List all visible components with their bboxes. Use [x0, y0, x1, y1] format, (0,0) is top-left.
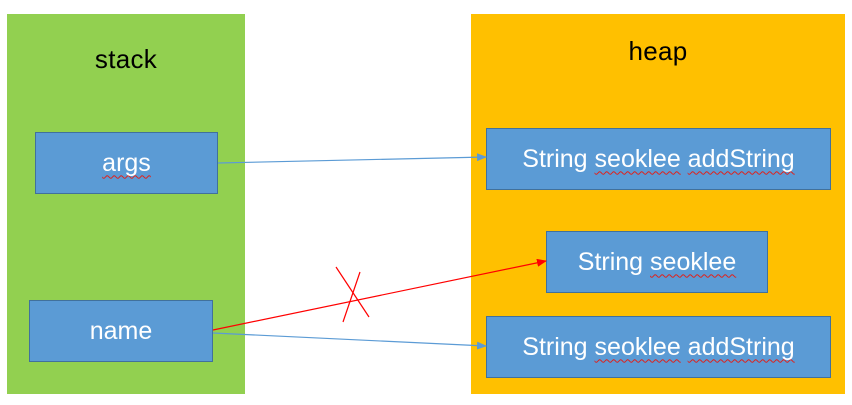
- heap-object-1-prefix: String: [522, 144, 595, 173]
- heap-object-3-word: seoklee: [594, 332, 681, 361]
- heap-object-3-prefix: String: [522, 332, 595, 361]
- stack-title: stack: [94, 44, 158, 74]
- heap-object-1-word2: addString: [687, 144, 795, 173]
- heap-object-3-space: [681, 333, 688, 362]
- heap-object-seoklee: String seoklee: [546, 231, 768, 293]
- heap-title: heap: [628, 36, 688, 66]
- heap-object-addstring-1: String seoklee addString: [486, 128, 831, 190]
- heap-object-addstring-2: String seoklee addString: [486, 316, 831, 378]
- arrow-args-to-heap-object-1: [217, 153, 487, 164]
- args-label: args: [102, 148, 151, 177]
- name-label: name: [89, 316, 153, 345]
- stack-var-args: args: [35, 132, 218, 194]
- heap-object-2-word: seoklee: [650, 247, 737, 276]
- stack-var-name: name: [29, 300, 213, 362]
- heap-object-1-space: [681, 145, 688, 174]
- heap-object-2-prefix: String: [577, 247, 651, 276]
- cross-out-mark: [335, 266, 370, 323]
- heap-object-3-word2: addString: [687, 332, 795, 361]
- arrow-name-to-heap-object-3: [212, 332, 487, 350]
- heap-object-1-word: seoklee: [594, 144, 681, 173]
